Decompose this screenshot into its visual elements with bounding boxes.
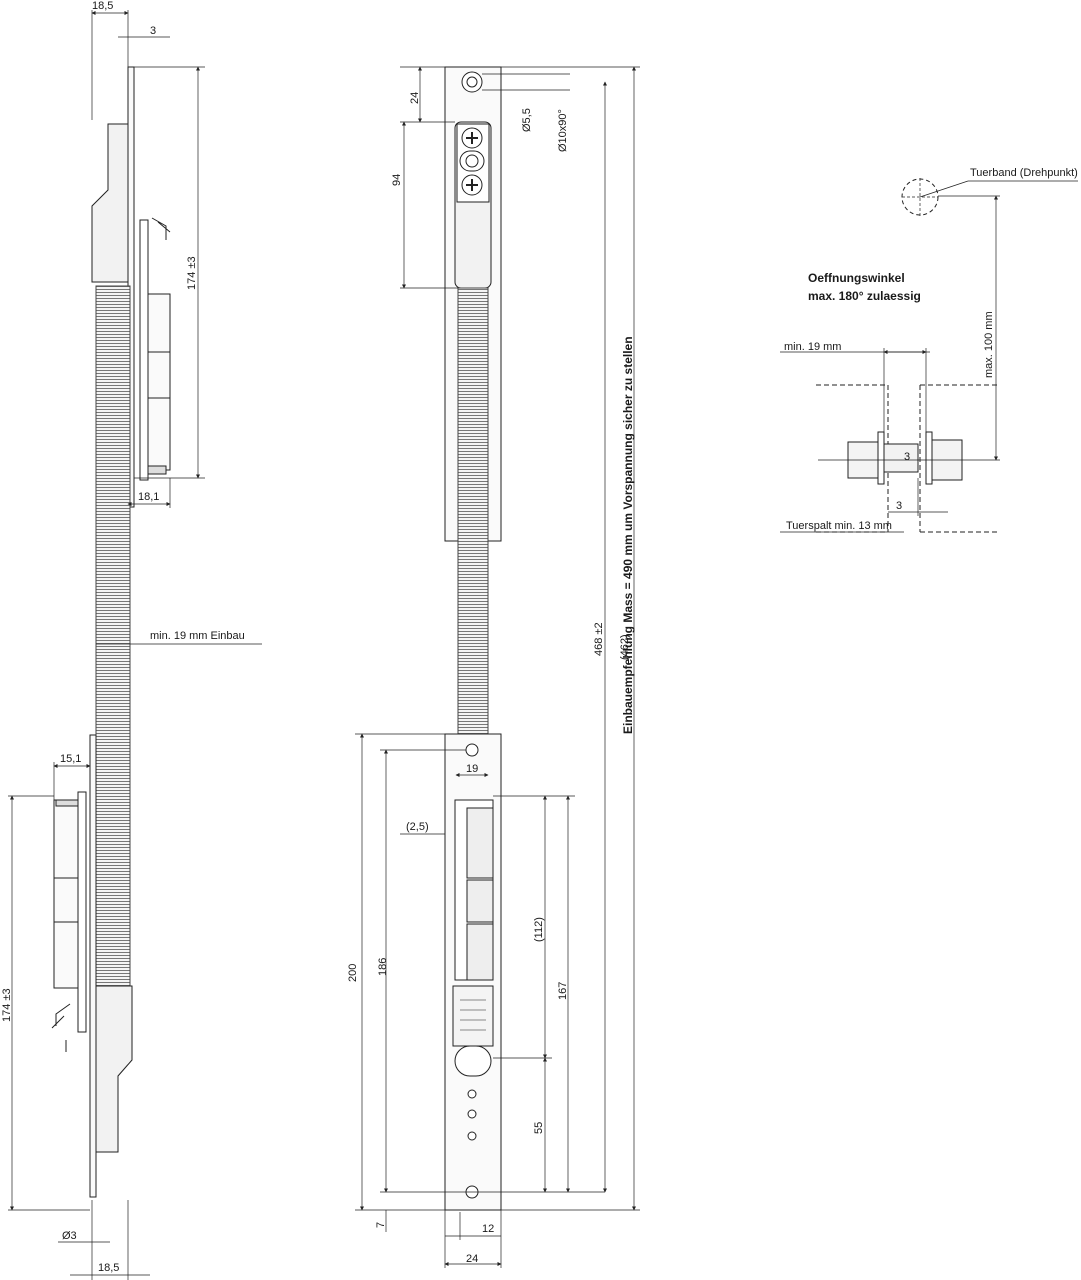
- connector-plug: [452, 985, 494, 1047]
- dim-max-100: max. 100 mm: [983, 311, 995, 378]
- dim-top-offset: 3: [150, 25, 156, 37]
- side-view-labels: 18,5 3 174 ±3 18,1 min. 19 mm Einbau 15,…: [1, 0, 245, 1274]
- side-view: [8, 10, 262, 1280]
- dim-3-a: 3: [904, 451, 910, 463]
- dim-alt-length: (462): [619, 634, 631, 660]
- upper-housing: [91, 123, 129, 283]
- dim-min-19: min. 19 mm: [784, 341, 841, 353]
- dim-167: 167: [557, 982, 569, 1000]
- dim-2-5: (2,5): [406, 821, 429, 833]
- dim-94: 94: [391, 174, 403, 186]
- dim-3-b: 3: [896, 500, 902, 512]
- dim-upper-length: 174 ±3: [186, 256, 198, 290]
- opening-angle-title: Oeffnungswinkel: [808, 271, 905, 285]
- front-spring-coil: [457, 287, 489, 735]
- install-note: min. 19 mm Einbau: [150, 630, 245, 642]
- dim-19: 19: [466, 763, 478, 775]
- front-view-labels: 24 94 Ø5,5 Ø10x90° 468 ±2 (462) Einbauem…: [347, 92, 635, 1265]
- front-view: [355, 66, 640, 1268]
- dim-lower-depth: 15,1: [60, 753, 81, 765]
- dim-200: 200: [347, 964, 359, 982]
- detail-view-labels: Tuerband (Drehpunkt) Oeffnungswinkel max…: [784, 167, 1078, 532]
- lower-terminal-block: [53, 799, 79, 989]
- dim-hole-dia: Ø3: [62, 1230, 77, 1242]
- dim-7: 7: [375, 1222, 387, 1228]
- detail-view: [780, 178, 1078, 533]
- upper-terminal-block: [147, 293, 171, 471]
- dim-186: 186: [377, 958, 389, 976]
- dim-12: 12: [482, 1223, 494, 1235]
- opening-angle-limit: max. 180° zulaessig: [808, 289, 921, 303]
- dim-hole-dia: Ø5,5: [521, 108, 533, 132]
- dim-112: (112): [533, 917, 545, 942]
- spring-coil: [95, 285, 131, 987]
- dim-countersink: Ø10x90°: [557, 109, 569, 152]
- door-gap: Tuerspalt min. 13 mm: [786, 520, 892, 532]
- mount-recommendation: Einbauempfehlung Mass = 490 mm um Vorspa…: [621, 336, 635, 734]
- lower-plate: [89, 734, 97, 1198]
- lower-housing: [95, 985, 133, 1153]
- dim-total-length: 468 ±2: [593, 622, 605, 656]
- dim-24-bottom: 24: [466, 1253, 478, 1265]
- dim-lower-length: 174 ±3: [1, 988, 13, 1022]
- dim-top-total: 18,5: [92, 0, 113, 12]
- dim-bottom-total: 18,5: [98, 1262, 119, 1274]
- hinge-label: Tuerband (Drehpunkt): [970, 167, 1078, 179]
- dim-55: 55: [533, 1122, 545, 1134]
- dim-upper-depth: 18,1: [138, 491, 159, 503]
- dim-24-top: 24: [409, 92, 421, 104]
